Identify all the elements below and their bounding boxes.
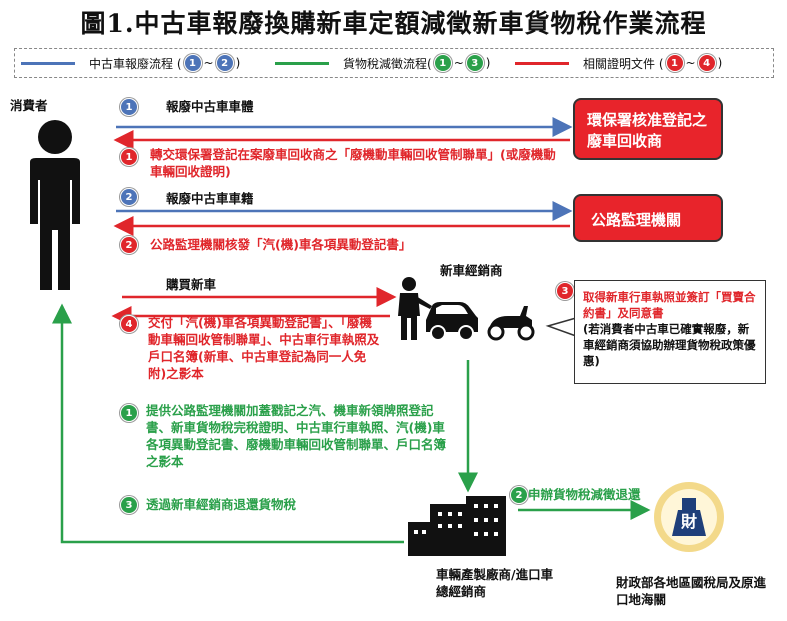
step-badge-red-4: 4 bbox=[120, 315, 138, 333]
step-badge: 1 bbox=[665, 54, 684, 72]
callout-text: 取得新車行車執照並簽訂「買賣合約書」及同意書 bbox=[583, 290, 756, 320]
legend-line-blue bbox=[21, 61, 75, 65]
arrow-green-3 bbox=[52, 303, 404, 544]
step-badge-green-2: 2 bbox=[510, 486, 528, 504]
step-badge-blue-2: 2 bbox=[120, 188, 138, 206]
legend-line-green bbox=[275, 61, 329, 65]
step-text-green-1: 提供公路監理機關加蓋戳記之汽、機車新領牌照登記書、新車貨物稅完稅證明、中古車行車… bbox=[146, 403, 447, 469]
dealer-label: 新車經銷商 bbox=[440, 263, 503, 278]
person-icon bbox=[30, 120, 80, 290]
legend-label: 相關證明文件 ( bbox=[583, 56, 664, 71]
tax-office-label: 財政部各地區國稅局及原進口地海關 bbox=[616, 575, 767, 607]
step-badge-red-2: 2 bbox=[120, 236, 138, 254]
legend-paren: ) bbox=[235, 56, 241, 70]
step-badge: 3 bbox=[465, 54, 484, 72]
step-text-green-2: 申辦貨物稅減徵退還 bbox=[528, 487, 641, 502]
legend-line-red bbox=[515, 61, 569, 65]
dealer-car-scooter-icon bbox=[398, 277, 535, 341]
step-badge-red-3: 3 bbox=[556, 282, 574, 300]
factory-icon bbox=[408, 496, 506, 556]
epa-recycler-box: 環保署核准登記之廢車回收商 bbox=[573, 98, 723, 160]
seal-glyph: 財 bbox=[681, 512, 697, 531]
legend: 中古車報廢流程 ( 1 ~ 2 ) 貨物稅減徵流程( 1 ~ 3 ) 相關證明文… bbox=[14, 48, 774, 78]
buy-new-car-label: 購買新車 bbox=[166, 277, 217, 292]
step-text-red-2: 公路監理機關核發「汽(機)車各項異動登記書」 bbox=[150, 237, 412, 252]
dealer-callout: 取得新車行車執照並簽訂「買賣合約書」及同意書 (若消費者中古車已確實報廢，新車經… bbox=[574, 280, 766, 384]
legend-paren: ) bbox=[485, 56, 491, 70]
legend-sep: ~ bbox=[453, 56, 464, 70]
step-text-blue-2: 報廢中古車車籍 bbox=[166, 191, 254, 206]
step-text-red-1: 轉交環保署登記在案廢車回收商之「廢機動車輛回收管制聯單」(或廢機動車輛回收證明) bbox=[150, 147, 556, 179]
step-badge-blue-1: 1 bbox=[120, 98, 138, 116]
legend-item-green: 貨物稅減徵流程( 1 ~ 3 ) bbox=[275, 54, 490, 72]
legend-sep: ~ bbox=[685, 56, 696, 70]
step-badge: 1 bbox=[183, 54, 202, 72]
legend-label: 中古車報廢流程 ( bbox=[89, 56, 182, 71]
step-text-blue-1: 報廢中古車車體 bbox=[166, 99, 254, 114]
step-badge: 2 bbox=[215, 54, 234, 72]
callout-pointer bbox=[545, 317, 577, 337]
dmv-box: 公路監理機關 bbox=[573, 194, 723, 242]
step-badge-green-3: 3 bbox=[120, 496, 138, 514]
page-title: 圖1.中古車報廢換購新車定額減徵新車貨物稅作業流程 bbox=[80, 9, 707, 38]
step-badge: 1 bbox=[433, 54, 452, 72]
legend-item-blue: 中古車報廢流程 ( 1 ~ 2 ) bbox=[21, 54, 240, 72]
manufacturer-label: 車輛產製廠商/進口車總經銷商 bbox=[436, 567, 554, 599]
step-text-green-3: 透過新車經銷商退還貨物稅 bbox=[146, 497, 297, 512]
tax-seal-icon: 財 bbox=[654, 482, 724, 552]
callout-note: (若消費者中古車已確實報廢，新車經銷商須協助辦理貨物稅政策優惠) bbox=[583, 322, 756, 368]
step-badge: 4 bbox=[697, 54, 716, 72]
step-badge-green-1: 1 bbox=[120, 404, 138, 422]
legend-sep: ~ bbox=[203, 56, 214, 70]
step-badge-red-1: 1 bbox=[120, 148, 138, 166]
legend-item-red: 相關證明文件 ( 1 ~ 4 ) bbox=[515, 54, 722, 72]
legend-label: 貨物稅減徵流程( bbox=[343, 56, 432, 71]
consumer-label: 消費者 bbox=[10, 98, 48, 113]
step-text-red-4: 交付「汽(機)車各項異動登記書」、「廢機動車輛回收管制聯單」、中古車行車執照及戶… bbox=[148, 315, 380, 381]
legend-paren: ) bbox=[717, 56, 723, 70]
